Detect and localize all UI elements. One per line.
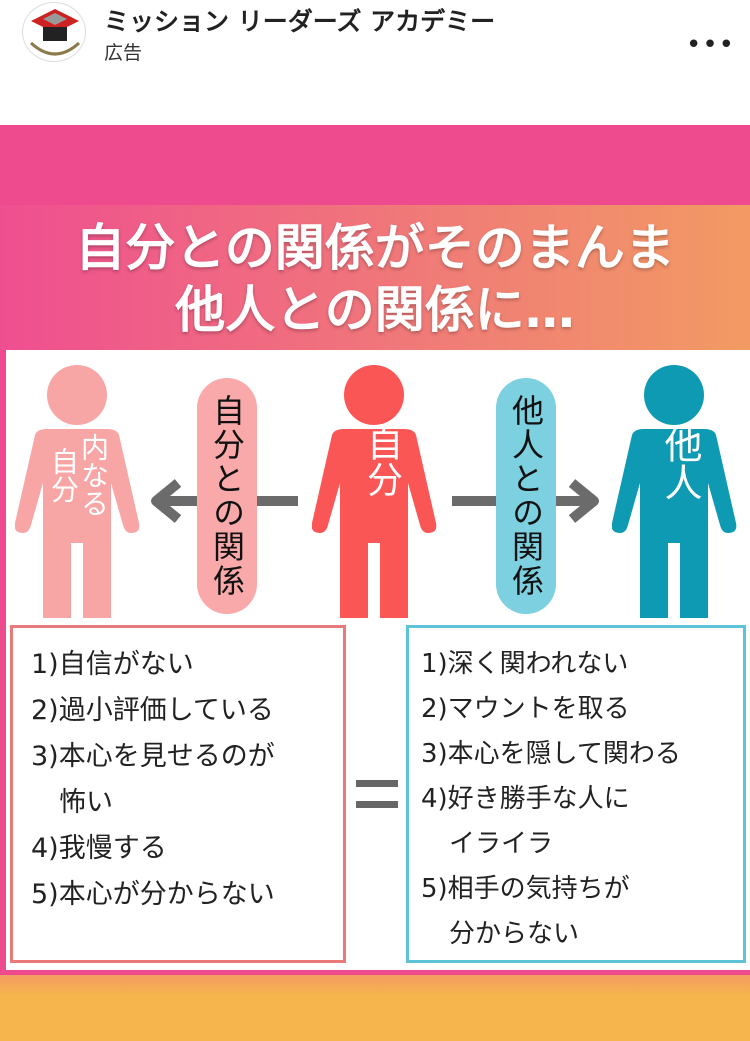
others-relation-pill: 他人との関係 [496, 378, 556, 614]
list-item: 5)本心が分からない [31, 879, 275, 910]
equals-icon [356, 780, 398, 808]
list-item: 3)本心を見せるのが [31, 741, 275, 772]
academy-logo-icon [29, 9, 81, 56]
bottom-band [0, 975, 750, 1041]
page-avatar[interactable] [22, 2, 86, 62]
list-item: 1)深く関われない [421, 649, 629, 679]
list-item: 1)自信がない [31, 649, 194, 680]
list-item: 怖い [59, 787, 113, 818]
more-options-button[interactable]: ••• [686, 30, 736, 60]
list-item: 2)過小評価している [31, 695, 274, 726]
list-item: 4)好き勝手な人に [421, 784, 630, 814]
sponsored-label: 広告 [104, 42, 143, 64]
self-issues-list: 1)自信がない 2)過小評価している 3)本心を見せるのが 怖い 4)我慢する … [10, 625, 346, 963]
self-label: 自分 [361, 425, 402, 497]
title-line-1: 自分との関係がそのまんま [75, 219, 675, 277]
ad-title: 自分との関係がそのまんま 他人との関係に… [0, 217, 750, 341]
list-item: 分からない [449, 919, 580, 949]
post-header: ミッション リーダーズ アカデミー 広告 ••• [0, 0, 750, 100]
list-item: イライラ [449, 829, 554, 859]
others-figure-icon [612, 365, 737, 618]
others-label: 他人 [658, 425, 702, 501]
title-line-2: 他人との関係に… [175, 281, 575, 339]
title-band [0, 205, 750, 350]
list-item: 2)マウントを取る [421, 694, 630, 724]
page-name[interactable]: ミッション リーダーズ アカデミー [104, 7, 496, 36]
list-item: 5)相手の気持ちが [421, 874, 630, 904]
self-figure-icon [312, 365, 437, 618]
inner-self-figure-icon [15, 365, 140, 618]
self-relation-pill: 自分との関係 [197, 378, 257, 614]
inner-self-label: 内なる自分 [47, 433, 110, 517]
others-issues-list: 1)深く関われない 2)マウントを取る 3)本心を隠して関わる 4)好き勝手な人… [406, 625, 746, 963]
list-item: 3)本心を隠して関わる [421, 739, 681, 769]
list-item: 4)我慢する [31, 833, 167, 864]
